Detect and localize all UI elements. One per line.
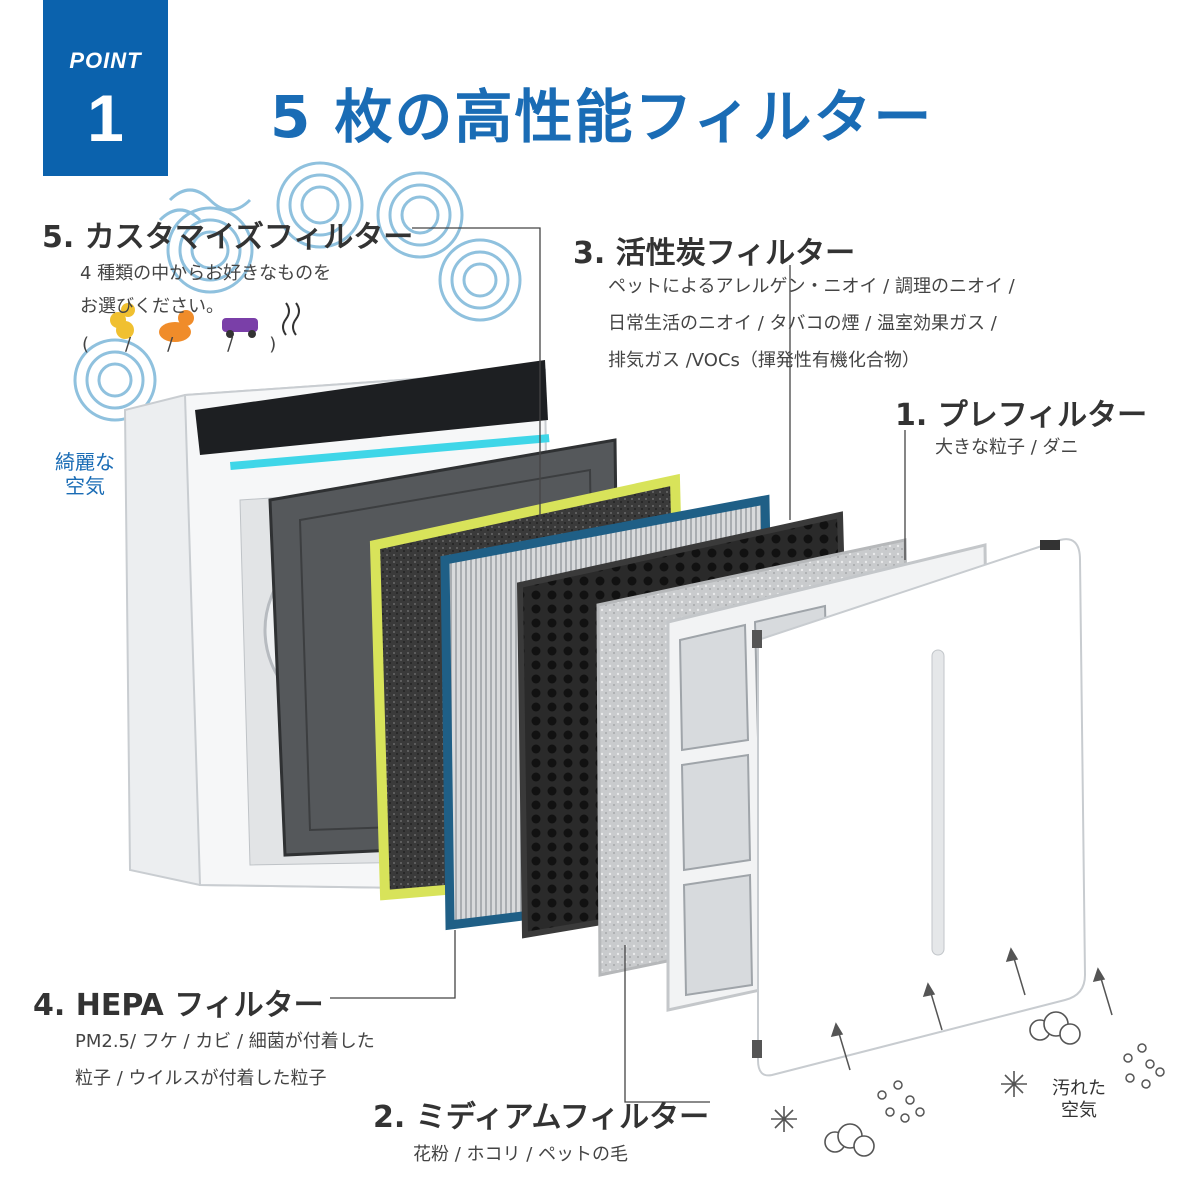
- pre-filter-heading: 1. プレフィルター: [895, 398, 1148, 433]
- pre-filter-desc-1: 大きな粒子 / ダニ: [935, 437, 1079, 458]
- medium-filter-desc-1: 花粉 / ホコリ / ペットの毛: [413, 1144, 629, 1165]
- pollen-icon: [110, 303, 135, 339]
- hepa-leader-line: [330, 930, 456, 999]
- arrow-up-icon: [830, 947, 1113, 1071]
- custom-filter-desc-2: お選びください。: [80, 296, 224, 317]
- cloud-icon: [824, 1011, 1081, 1157]
- carbon-filter-desc-1: ペットによるアレルゲン・ニオイ / 調理のニオイ /: [608, 276, 1015, 297]
- custom-filter-options: ( / / / ): [82, 334, 277, 355]
- carbon-filter-desc-2: 日常生活のニオイ / タバコの煙 / 温室効果ガス /: [608, 313, 997, 334]
- clean-air-label: 綺麗な 空気: [55, 450, 115, 498]
- hepa-filter-heading: 4. HEPA フィルター: [33, 988, 324, 1023]
- carbon-filter-desc-3: 排気ガス /VOCs（揮発性有機化合物）: [608, 350, 920, 371]
- smell-icon: [282, 302, 300, 336]
- carbon-filter-heading: 3. 活性炭フィルター: [573, 236, 856, 271]
- hepa-filter-desc-1: PM2.5/ フケ / カビ / 細菌が付着した: [75, 1031, 375, 1052]
- cat-icon: [159, 310, 194, 342]
- custom-filter-desc-1: 4 種類の中からお好きなものを: [80, 263, 332, 284]
- front-cover: [752, 538, 1087, 1077]
- dust-particles-icon: [877, 1043, 1165, 1123]
- hepa-filter-desc-2: 粒子 / ウイルスが付着した粒子: [75, 1068, 327, 1089]
- custom-leader-line: [412, 227, 541, 520]
- dirty-air-label: 汚れた 空気: [1052, 1078, 1106, 1121]
- custom-filter-heading: 5. カスタマイズフィルター: [42, 220, 414, 255]
- page-title: 5 枚の高性能フィルター: [270, 83, 934, 151]
- airflow-swirl-icon: [73, 161, 522, 422]
- point-number: 1: [87, 81, 124, 155]
- car-icon: [222, 318, 258, 338]
- point-label: POINT: [69, 48, 142, 73]
- point-badge: POINT 1: [43, 0, 168, 176]
- medium-filter-heading: 2. ミディアムフィルター: [373, 1100, 710, 1135]
- pollen-icon: [771, 1071, 1027, 1132]
- medium-leader-line: [624, 945, 710, 1103]
